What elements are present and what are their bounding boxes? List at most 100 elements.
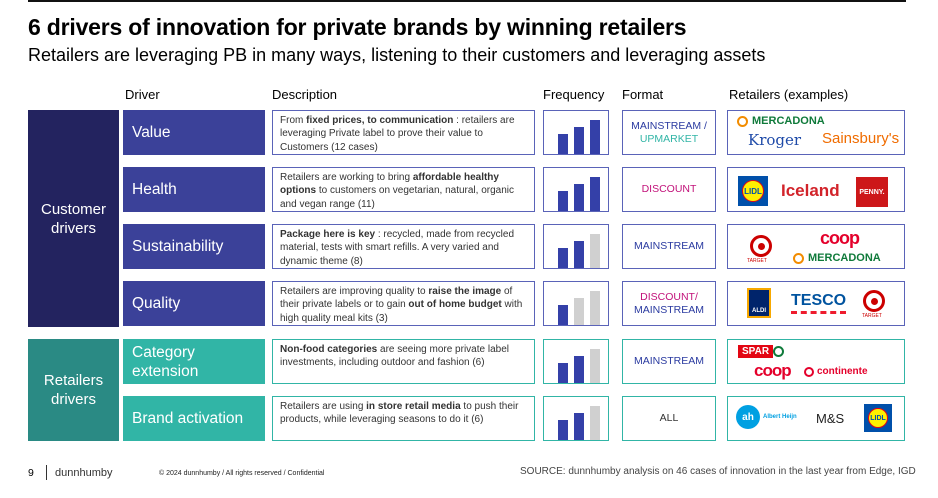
- description-text: of their private labels or to gain: [280, 286, 513, 311]
- frequency-bar: [558, 191, 568, 211]
- driver-label: Sustainability: [132, 238, 224, 255]
- frequency-cell: [543, 167, 609, 212]
- footer-divider: [46, 465, 47, 480]
- description-cell: Retailers are working to bring affordabl…: [272, 167, 535, 212]
- format-label: ALL: [659, 412, 679, 425]
- format-cell: MAINSTREAM: [622, 224, 716, 269]
- description-cell: Package here is key : recycled, made fro…: [272, 224, 535, 269]
- frequency-cell: [543, 110, 609, 155]
- footer-source: SOURCE: dunnhumby analysis on 46 cases o…: [520, 466, 916, 477]
- description-text: : retailers are leveraging Private label…: [280, 115, 515, 153]
- lidl-logo: LIDL: [738, 176, 768, 206]
- driver-cell: Quality: [123, 281, 265, 326]
- driver-label: Health: [132, 181, 177, 198]
- albert-heijn-icon: ah: [736, 405, 760, 429]
- frequency-bar: [574, 298, 584, 325]
- description-cell: Non-food categories are seeing more priv…: [272, 339, 535, 384]
- frequency-bar: [574, 184, 584, 211]
- retailers-cell: [727, 110, 905, 155]
- group-customer-drivers: Customer drivers: [28, 110, 119, 327]
- retailers-cell: [727, 224, 905, 269]
- description-highlight: Non-food categories: [280, 344, 378, 355]
- description-text: From: [280, 115, 307, 126]
- description-text: are seeing more private label investment…: [280, 344, 509, 369]
- ms-logo: M&S: [816, 411, 845, 426]
- footer-brand: dunnhumby: [55, 467, 113, 479]
- group-retailers-drivers: Retailers drivers: [28, 339, 119, 441]
- format-cell: ALL: [622, 396, 716, 441]
- driver-label: Quality: [132, 295, 181, 312]
- page-title: 6 drivers of innovation for private bran…: [28, 14, 687, 40]
- top-rule: [28, 0, 906, 2]
- format-label: MAINSTREAM: [633, 303, 704, 316]
- frequency-bar: [574, 127, 584, 154]
- description-text: : recycled, made from recycled material,…: [280, 229, 515, 267]
- description-text: to customers on vegetarian, natural, org…: [280, 185, 514, 210]
- frequency-cell: [543, 224, 609, 269]
- description-highlight: fixed prices, to communication: [306, 115, 454, 126]
- frequency-bar: [558, 248, 568, 268]
- column-header-frequency: Frequency: [543, 87, 605, 102]
- driver-cell: Health: [123, 167, 265, 212]
- format-label: MAINSTREAM: [633, 240, 704, 253]
- page-subtitle: Retailers are leveraging PB in many ways…: [28, 45, 766, 65]
- description-text: Retailers are using: [280, 401, 367, 412]
- tesco-logo: TESCO: [791, 292, 847, 314]
- frequency-bar: [558, 363, 568, 383]
- target-label: TARGET: [747, 258, 767, 264]
- frequency-cell: [543, 339, 609, 384]
- format-cell: DISCOUNT: [622, 167, 716, 212]
- continente-icon: [804, 366, 814, 377]
- frequency-bar: [558, 305, 568, 325]
- format-cell: DISCOUNT/MAINSTREAM: [622, 281, 716, 326]
- description-text: Retailers are improving quality to: [280, 286, 429, 297]
- format-label: DISCOUNT/: [640, 291, 698, 303]
- driver-label: Category extension: [132, 343, 199, 380]
- description-cell: Retailers are improving quality to raise…: [272, 281, 535, 326]
- column-header-driver: Driver: [125, 87, 160, 102]
- mercadona-logo: MERCADONA: [737, 115, 825, 127]
- mercadona-logo-2: MERCADONA: [793, 252, 881, 264]
- format-cell: MAINSTREAM: [622, 339, 716, 384]
- iceland-logo: Iceland: [781, 181, 840, 200]
- retailers-cell: [727, 281, 905, 326]
- group-customer-label: Customer drivers: [40, 200, 107, 237]
- target-label-2: TARGET: [862, 313, 882, 319]
- column-header-retailers: Retailers (examples): [729, 87, 849, 102]
- spar-tree-icon: [773, 346, 784, 357]
- frequency-bar: [558, 420, 568, 440]
- description-highlight: out of home budget: [408, 299, 502, 311]
- format-label: UPMARKET: [639, 132, 699, 145]
- target-logo-2: [863, 290, 885, 312]
- description-cell: From fixed prices, to communication : re…: [272, 110, 535, 155]
- description-text: to push their products, while leveraging…: [280, 401, 519, 426]
- column-header-format: Format: [622, 87, 664, 102]
- penny-logo: PENNY.: [856, 177, 888, 207]
- retailers-cell: [727, 396, 905, 441]
- frequency-cell: [543, 396, 609, 441]
- frequency-bar: [558, 134, 568, 154]
- format-cell: MAINSTREAM /UPMARKET: [622, 110, 716, 155]
- mercadona-icon: [793, 252, 804, 264]
- frequency-bar: [590, 291, 600, 325]
- description-cell: Retailers are using in store retail medi…: [272, 396, 535, 441]
- description-text: with high quality meal kits (3): [280, 299, 523, 324]
- lidl-logo-2: LIDL: [864, 404, 892, 432]
- sainsburys-logo: Sainsbury's: [822, 130, 900, 147]
- albert-heijn-logo: Albert Heijn: [763, 414, 797, 420]
- column-header-description: Description: [272, 87, 338, 102]
- frequency-bar: [590, 120, 600, 154]
- retailers-cell: [727, 339, 905, 384]
- frequency-bar: [590, 234, 600, 268]
- description-text: Retailers are working to bring: [280, 172, 413, 183]
- driver-cell: Category extension: [123, 339, 265, 384]
- driver-cell: Value: [123, 110, 265, 155]
- frequency-bar: [590, 177, 600, 211]
- target-logo: [750, 235, 772, 257]
- frequency-bar: [590, 406, 600, 440]
- driver-label: Brand activation: [132, 410, 244, 427]
- driver-cell: Brand activation: [123, 396, 265, 441]
- kroger-logo: Kroger: [748, 131, 802, 149]
- format-label: DISCOUNT: [641, 183, 697, 196]
- frequency-bar: [590, 349, 600, 383]
